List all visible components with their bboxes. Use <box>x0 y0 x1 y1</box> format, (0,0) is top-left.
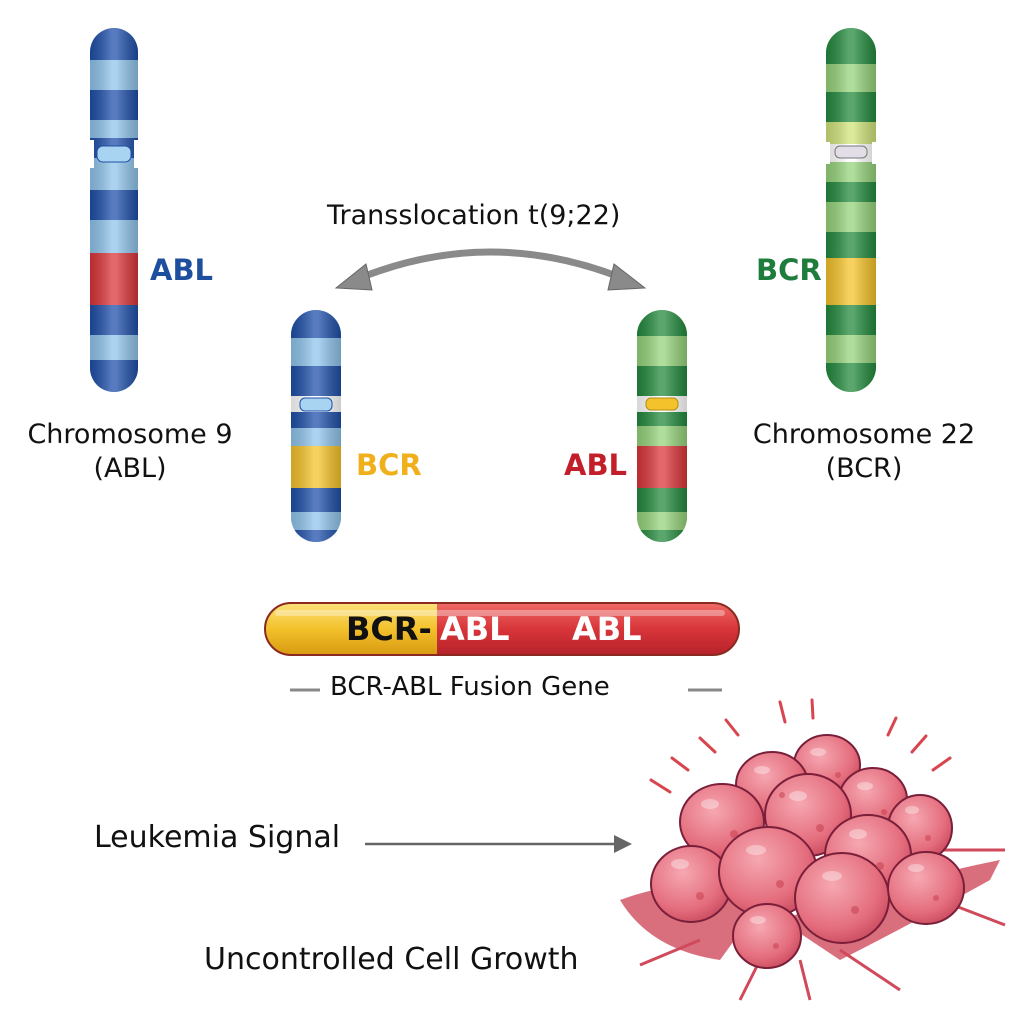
derivative-chromosome-9-icon <box>291 310 341 542</box>
fusion-caption: BCR-ABL Fusion Gene <box>330 672 610 702</box>
fusion-bar-abl-label-2: ABL <box>572 610 642 648</box>
fusion-gene-bar <box>264 602 740 656</box>
chromosome-9-title-line2: (ABL) <box>93 453 167 484</box>
chromosome-22-gene-label: BCR <box>756 253 822 287</box>
derivative-22-gene-label: ABL <box>564 448 628 482</box>
chromosome-9-gene-label: ABL <box>150 253 214 287</box>
leukemia-signal-label: Leukemia Signal <box>94 820 341 855</box>
chromosome-9-icon <box>90 28 138 392</box>
derivative-chromosome-22-icon <box>637 310 687 542</box>
fusion-bar-abl-label: ABL <box>440 610 510 648</box>
translocation-label: Transslocation t(9;22) <box>327 200 621 231</box>
fusion-bar-bcr-label: BCR- <box>346 610 432 648</box>
signal-arrow-icon <box>365 835 632 853</box>
derivative-9-gene-label: BCR <box>356 448 422 482</box>
chromosome-22-title-line1: Chromosome 22 <box>752 419 976 450</box>
double-headed-curved-arrow-icon <box>334 248 647 291</box>
chromosome-9-title: Chromosome 9 (ABL) <box>20 418 240 486</box>
uncontrolled-growth-label: Uncontrolled Cell Growth <box>204 942 579 977</box>
cancer-cell-cluster-icon <box>620 698 1006 1001</box>
chromosome-22-title: Chromosome 22 (BCR) <box>744 418 984 486</box>
chromosome-22-title-line2: (BCR) <box>825 453 903 484</box>
chromosome-9-title-line1: Chromosome 9 <box>27 419 233 450</box>
chromosome-22-icon <box>826 28 876 392</box>
